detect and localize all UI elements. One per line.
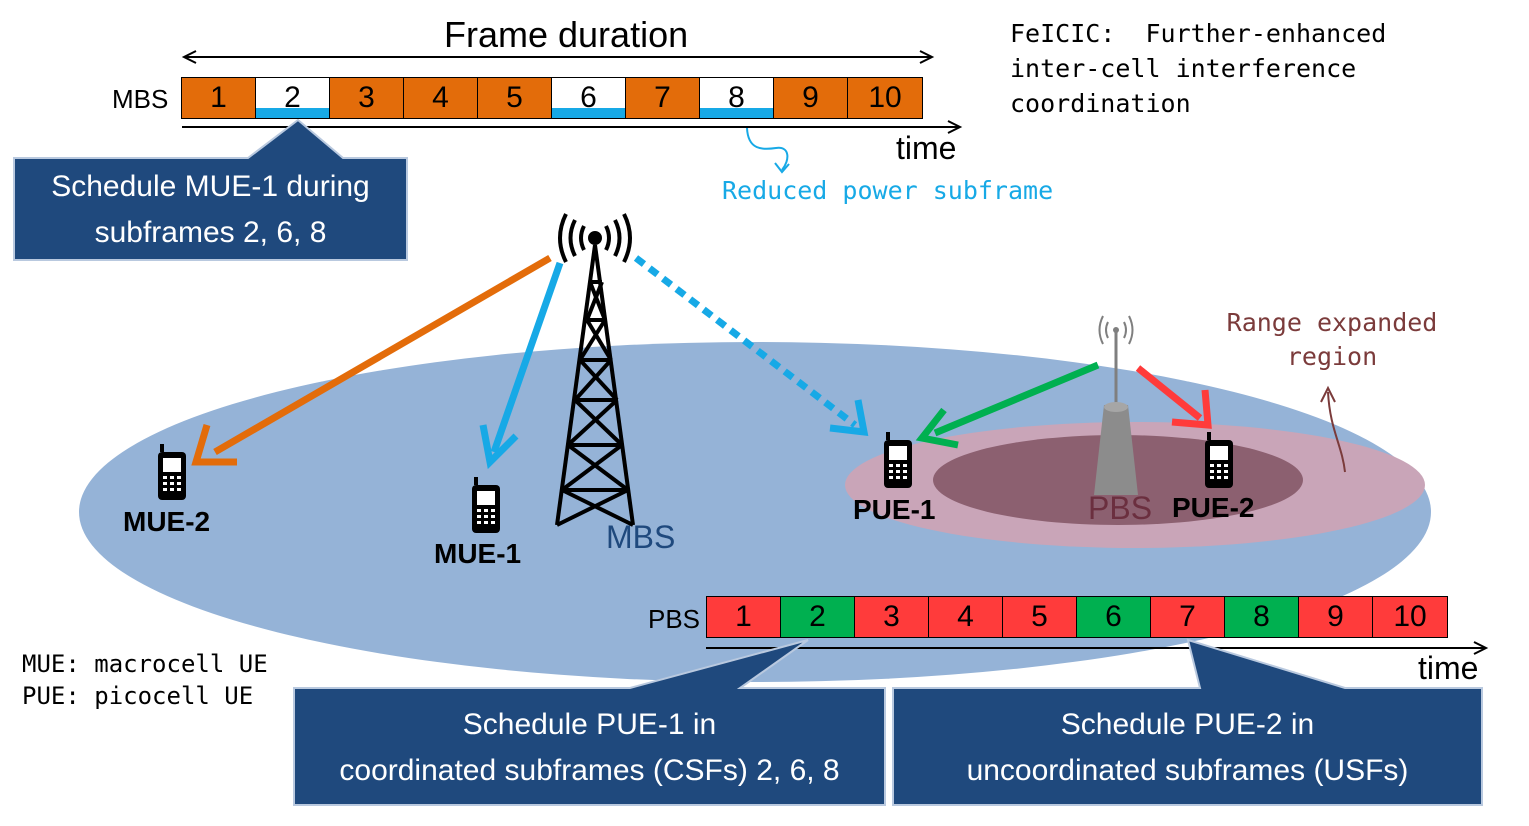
pbs-time-label: time — [1418, 650, 1479, 686]
subframe-number: 1 — [210, 81, 227, 114]
subframe-number: 5 — [1031, 600, 1048, 633]
pue2-phone-icon — [1205, 432, 1233, 488]
reduced-power-label: Reduced power subframe — [722, 176, 1054, 205]
callout-pue2-line-2: uncoordinated subframes (USFs) — [966, 754, 1409, 787]
pbs-subframe-8: 8 — [1225, 597, 1299, 637]
mbs-subframe-6: 6 — [552, 78, 626, 118]
mbs-subframe-2: 2 — [256, 78, 330, 118]
subframe-number: 6 — [1105, 600, 1122, 633]
pue1-label: PUE-1 — [853, 494, 936, 525]
subframe-number: 7 — [1179, 600, 1196, 633]
pbs-subframe-row: 1 2 3 4 5 6 7 8 9 10 — [706, 596, 1448, 638]
callout-mue-line-2: subframes 2, 6, 8 — [94, 216, 327, 249]
feicic-line-1: FeICIC: Further-enhanced — [1010, 19, 1387, 48]
subframe-number: 3 — [358, 81, 375, 114]
mue1-label: MUE-1 — [434, 538, 522, 569]
mbs-time-axis — [182, 120, 963, 134]
range-expanded-line-1: Range expanded — [1226, 308, 1438, 337]
legend: MUE: macrocell UE PUE: picocell UE — [22, 648, 268, 712]
frame-duration-title: Frame duration — [444, 14, 689, 55]
callout-pue1-line-2: coordinated subframes (CSFs) 2, 6, 8 — [339, 754, 840, 787]
callout-mue: Schedule MUE-1 during subframes 2, 6, 8 — [14, 164, 407, 256]
callout-pue1-shape — [293, 639, 886, 806]
callout-mue-line-1: Schedule MUE-1 during — [51, 170, 370, 203]
range-expanded-label: Range expanded region — [1212, 306, 1452, 374]
mbs-subframe-8: 8 — [700, 78, 774, 118]
mbs-subframe-1: 1 — [182, 78, 256, 118]
subframe-number: 7 — [654, 81, 671, 114]
mbs-node-label: MBS — [606, 519, 676, 555]
legend-line-1: MUE: macrocell UE — [22, 650, 268, 678]
mbs-frame-label: MBS — [112, 84, 169, 114]
subframe-number: 6 — [580, 81, 597, 114]
pbs-subframe-5: 5 — [1003, 597, 1077, 637]
mue2-phone-icon — [158, 444, 186, 500]
callout-pue1: Schedule PUE-1 in coordinated subframes … — [294, 702, 885, 794]
mbs-tower-icon — [555, 213, 635, 527]
callout-pue2: Schedule PUE-2 in uncoordinated subframe… — [893, 702, 1482, 794]
subframe-number: 4 — [957, 600, 974, 633]
pbs-frame-label: PBS — [648, 604, 701, 634]
subframe-number: 8 — [728, 81, 745, 114]
pbs-subframe-7: 7 — [1151, 597, 1225, 637]
pbs-subframe-9: 9 — [1299, 597, 1373, 637]
legend-line-2: PUE: picocell UE — [22, 682, 254, 710]
pbs-subframe-4: 4 — [929, 597, 1003, 637]
subframe-number: 5 — [506, 81, 523, 114]
callout-mue-shape — [13, 118, 408, 261]
mbs-subframe-9: 9 — [774, 78, 848, 118]
range-expanded-pointer — [1320, 385, 1346, 473]
subframe-number: 8 — [1253, 600, 1270, 633]
subframe-number: 1 — [735, 600, 752, 633]
subframe-number: 9 — [1327, 600, 1344, 633]
subframe-number: 3 — [883, 600, 900, 633]
subframe-number: 2 — [809, 600, 826, 633]
pbs-to-pue2-arrow — [1135, 365, 1212, 429]
pue1-phone-icon — [884, 432, 912, 488]
mbs-subframe-4: 4 — [404, 78, 478, 118]
mbs-subframe-3: 3 — [330, 78, 404, 118]
callout-pue1-line-1: Schedule PUE-1 in — [462, 708, 717, 741]
reduced-power-band — [256, 108, 329, 118]
subframe-number: 10 — [1393, 600, 1427, 633]
pue2-label: PUE-2 — [1172, 492, 1255, 523]
pbs-subframe-3: 3 — [855, 597, 929, 637]
pbs-node-label: PBS — [1088, 490, 1153, 526]
feicic-line-2: inter-cell interference coordination — [1010, 54, 1357, 118]
mbs-subframe-7: 7 — [626, 78, 700, 118]
mbs-subframe-10: 10 — [848, 78, 922, 118]
mbs-subframe-5: 5 — [478, 78, 552, 118]
pbs-subframe-2: 2 — [781, 597, 855, 637]
reduced-power-pointer — [746, 127, 790, 174]
mbs-subframe-row: 1 2 3 4 5 6 7 8 9 10 — [181, 77, 923, 119]
mbs-to-mue2-arrow — [191, 254, 552, 466]
range-expanded-line-2: region — [1286, 342, 1378, 371]
callout-pue2-line-1: Schedule PUE-2 in — [1060, 708, 1315, 741]
reduced-power-band — [552, 108, 625, 118]
subframe-number: 4 — [432, 81, 449, 114]
callout-pue2-shape — [892, 638, 1483, 806]
pbs-subframe-10: 10 — [1373, 597, 1447, 637]
feicic-definition: FeICIC: Further-enhanced inter-cell inte… — [1010, 16, 1529, 121]
frame-duration-arrow — [181, 50, 935, 64]
pbs-subframe-6: 6 — [1077, 597, 1151, 637]
subframe-number: 10 — [868, 81, 902, 114]
subframe-number: 2 — [284, 81, 301, 114]
subframe-number: 9 — [802, 81, 819, 114]
mbs-time-label: time — [896, 130, 957, 166]
reduced-power-band — [700, 108, 773, 118]
pbs-antenna-icon — [1094, 315, 1138, 495]
mue2-label: MUE-2 — [123, 506, 211, 537]
mbs-to-mue1-arrow — [479, 261, 564, 470]
pbs-subframe-1: 1 — [707, 597, 781, 637]
pbs-to-pue1-arrow — [915, 361, 1100, 449]
mue1-phone-icon — [472, 477, 500, 533]
mbs-to-pue1-dashed-arrow — [633, 255, 869, 437]
pbs-time-axis — [706, 641, 1489, 655]
